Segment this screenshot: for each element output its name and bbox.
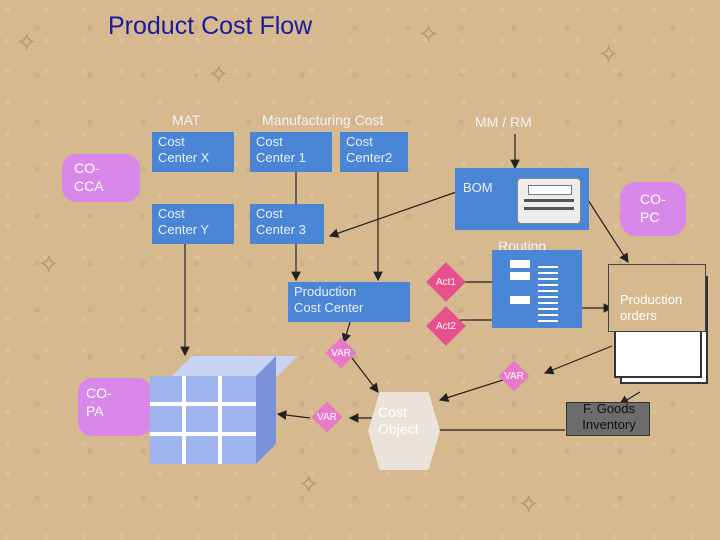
activity-act2[interactable]: Act2 — [432, 312, 460, 340]
module-co-pc: CO- PC — [620, 182, 686, 236]
header-mat: MAT — [172, 112, 201, 128]
variance-var-3: VAR — [316, 406, 338, 428]
cost-center-2[interactable]: Cost Center2 — [340, 132, 408, 172]
module-co-cca: CO- CCA — [62, 154, 140, 202]
cost-center-3[interactable]: Cost Center 3 — [250, 204, 324, 244]
goods-inventory-label: F. Goods Inventory — [571, 401, 647, 433]
activity-act1[interactable]: Act1 — [432, 268, 460, 296]
cost-center-1[interactable]: Cost Center 1 — [250, 132, 332, 172]
production-orders[interactable]: Production orders — [606, 262, 710, 384]
header-mm-rm: MM / RM — [475, 114, 532, 130]
module-co-pa: CO- PA — [78, 378, 152, 436]
cost-object[interactable]: Cost Object — [368, 392, 440, 470]
goods-inventory[interactable]: F. Goods Inventory — [566, 402, 650, 436]
variance-var-1: VAR — [330, 342, 352, 364]
routing-document-icon[interactable] — [492, 250, 582, 328]
data-cube-icon — [150, 356, 278, 464]
variance-var-2: VAR — [503, 365, 525, 387]
cost-center-x[interactable]: Cost Center X — [152, 132, 234, 172]
page-title: Product Cost Flow — [108, 12, 312, 41]
bom-label: BOM — [463, 180, 493, 195]
bom-box[interactable]: BOM — [455, 168, 589, 230]
production-cost-center[interactable]: Production Cost Center — [288, 282, 410, 322]
cost-center-y[interactable]: Cost Center Y — [152, 204, 234, 244]
production-orders-label: Production orders — [620, 292, 682, 324]
cost-object-label: Cost Object — [378, 404, 418, 438]
bom-printer-icon — [517, 178, 581, 224]
header-manufacturing-cost: Manufacturing Cost — [262, 112, 383, 128]
